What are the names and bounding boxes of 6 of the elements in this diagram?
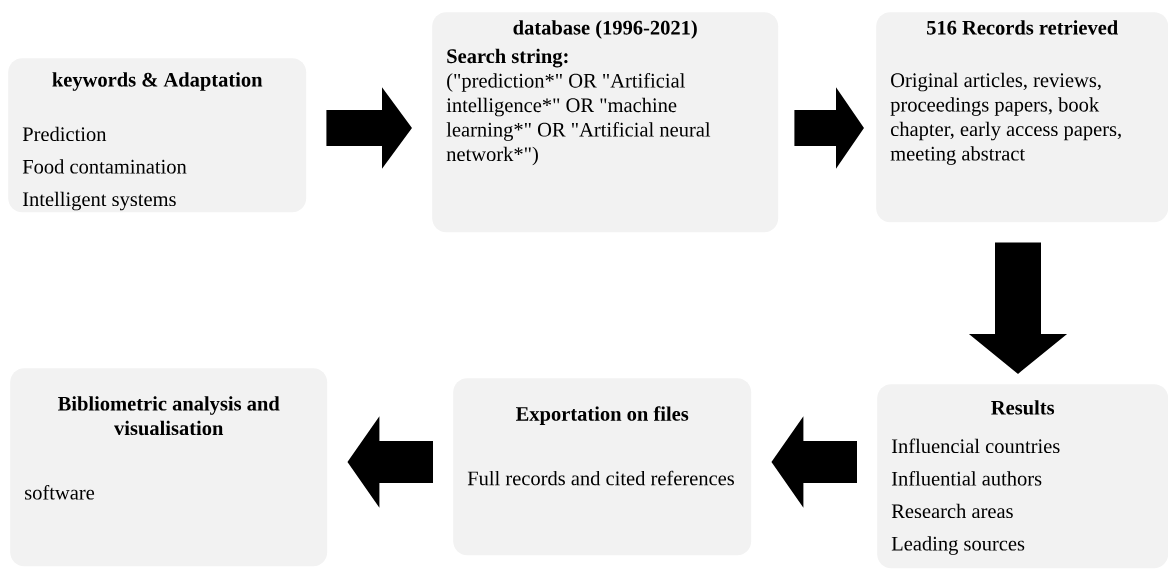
process-box: database (1996-2021) Search string: ("prediction*" OR "Artificial intelligence*" OR "machine learning*" OR "Artificial neural network*"): [432, 12, 779, 233]
process-box: Exportation on files Full records and cited references: [453, 378, 752, 556]
process-box: keywords & Adaptation Prediction Food contamination Intelligent systems: [8, 58, 307, 213]
process-box: 516 Records retrieved Original articles, reviews, proceedings papers, book chapter, early access papers, meeting abstract: [876, 12, 1168, 223]
process-box: Results Influencial countries Influential authors Research areas Leading sources: [877, 384, 1168, 569]
process-box: Bibliometric analysis and visualisation software: [10, 368, 328, 567]
